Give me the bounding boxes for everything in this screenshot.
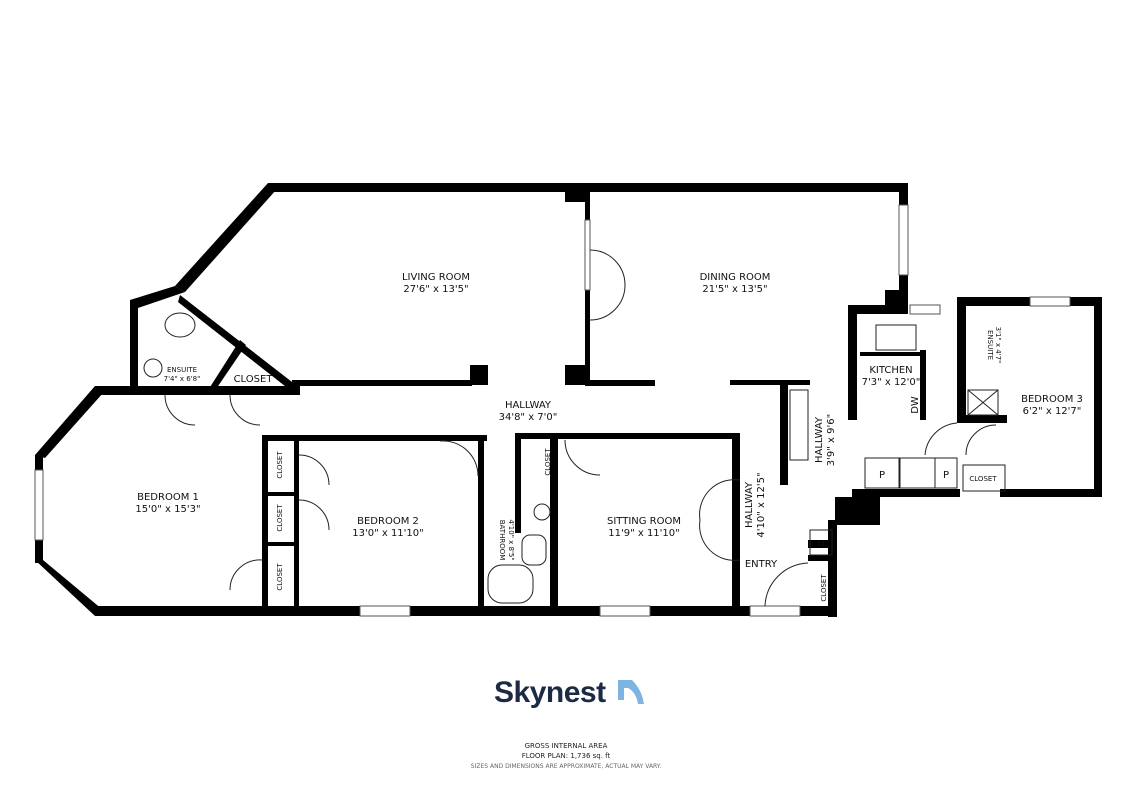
bedroom2-label: BEDROOM 2 — [357, 516, 419, 527]
brand-logo-icon — [618, 680, 644, 704]
closet-label: CLOSET — [969, 475, 997, 483]
living-room-dims: 27'6" x 13'5" — [403, 284, 468, 295]
footer-floor-area: FLOOR PLAN: 1,736 sq. ft — [521, 752, 611, 760]
footer-disclaimer: SIZES AND DIMENSIONS ARE APPROXIMATE, AC… — [470, 763, 662, 770]
ensuite-dims: 7'4" x 6'8" — [164, 375, 201, 383]
brand-name: Skynest — [494, 676, 606, 709]
doors — [164, 249, 997, 607]
closet-label: CLOSET — [234, 374, 274, 385]
entry-hallway-dims: 4'10" x 12'5" — [756, 472, 767, 537]
ensuite-label: ENSUITE — [167, 366, 197, 374]
dishwasher-label: DW — [910, 396, 921, 414]
dining-room-dims: 21'5" x 13'5" — [702, 284, 767, 295]
fixtures — [143, 312, 1006, 604]
windows — [34, 204, 1071, 617]
sitting-room-label: SITTING ROOM — [607, 516, 681, 527]
closet-label: CLOSET — [276, 563, 284, 591]
bedroom2-dims: 13'0" x 11'10" — [352, 528, 424, 539]
bedroom3-label: BEDROOM 3 — [1021, 394, 1083, 405]
bathroom-label: BATHROOM — [498, 520, 506, 561]
linen-closet-label: CL — [818, 540, 827, 548]
footer-area-title: GROSS INTERNAL AREA — [524, 742, 608, 750]
dining-room-label: DINING ROOM — [700, 272, 771, 283]
entry-hallway-label: HALLWAY — [744, 481, 755, 528]
closet-label: CLOSET — [276, 451, 284, 479]
bedroom1-label: BEDROOM 1 — [137, 492, 199, 503]
ensuite3-label: ENSUITE — [986, 330, 994, 360]
closet-label: CLOSET — [276, 504, 284, 532]
kitchen-label: KITCHEN — [869, 365, 912, 376]
room-labels: LIVING ROOM 27'6" x 13'5" DINING ROOM 21… — [135, 272, 1082, 602]
kitchen-hallway-label: HALLWAY — [814, 416, 825, 463]
bedroom3-dims: 6'2" x 12'7" — [1023, 406, 1082, 417]
kitchen-dims: 7'3" x 12'0" — [862, 377, 921, 388]
bedroom1-dims: 15'0" x 15'3" — [135, 504, 200, 515]
entry-label: ENTRY — [745, 559, 778, 570]
pantry-label: P — [879, 470, 885, 481]
hallway-label: HALLWAY — [505, 400, 552, 411]
closet-label: CLOSET — [544, 448, 552, 476]
sitting-room-dims: 11'9" x 11'10" — [608, 528, 680, 539]
pantry-label: P — [943, 470, 949, 481]
walls — [35, 183, 1102, 617]
closet-label: CLOSET — [820, 574, 828, 602]
bathroom-dims: 4'10" x 8'5" — [507, 519, 515, 560]
kitchen-hallway-dims: 3'9" x 9'6" — [826, 414, 837, 466]
living-room-label: LIVING ROOM — [402, 272, 470, 283]
ensuite3-dims: 3'1" x 4'7" — [994, 327, 1002, 364]
hallway-dims: 34'8" x 7'0" — [499, 412, 558, 423]
